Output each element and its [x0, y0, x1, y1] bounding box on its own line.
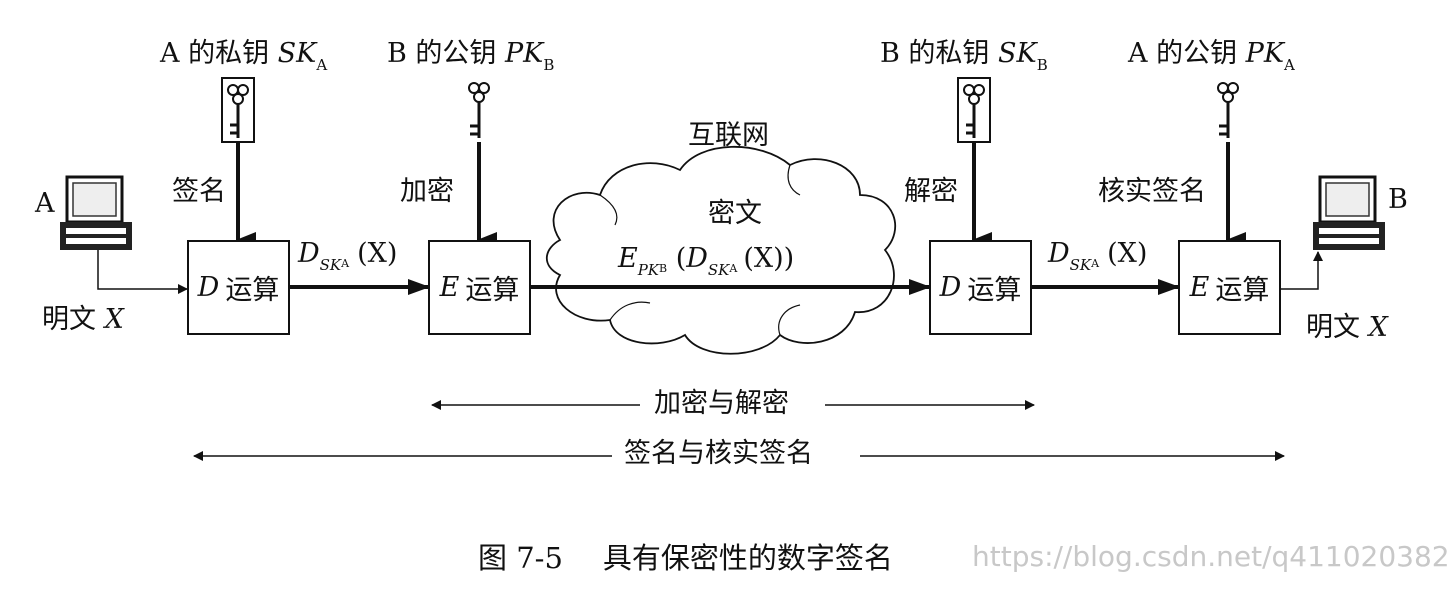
key-label-a-private-var: SK [277, 38, 317, 69]
cipher-expr-inner-sub: SK [707, 261, 730, 279]
key-label-a-private-text: A 的私钥 [160, 38, 278, 69]
plaintext-a-text: 明文 [42, 304, 105, 335]
signed-text-1-var: D [298, 238, 320, 269]
signed-text-1-subsub: A [341, 257, 350, 270]
key-label-b-public: B 的公钥 PKB [387, 38, 554, 73]
signed-text-1-sub: SK [319, 256, 342, 274]
signed-text-2-subsub: A [1091, 257, 1100, 270]
internet-label: 互联网 [688, 120, 769, 151]
key-label-a-public: A 的公钥 PKA [1128, 38, 1295, 73]
box-e-verify-label: 运算 [1215, 275, 1270, 306]
key-label-b-public-var: PK [505, 38, 544, 69]
cipher-expr-outer-subsub: B [659, 262, 668, 275]
box-d-decrypt-var: D [939, 272, 962, 303]
plaintext-b-text: 明文 [1306, 312, 1369, 343]
key-label-a-private: A 的私钥 SKA [160, 38, 327, 73]
public-key-a-icon [1217, 82, 1239, 138]
box-d-sign-label: 运算 [225, 275, 280, 306]
key-label-a-public-text: A 的公钥 [1128, 38, 1246, 69]
box-d-decrypt-label: 运算 [967, 275, 1022, 306]
key-label-a-private-sub: A [316, 56, 328, 74]
cipher-expr-open-paren: ( [667, 243, 687, 274]
figure-caption: 图 7-5 具有保密性的数字签名 [478, 535, 893, 577]
computer-a-icon [60, 175, 132, 250]
private-key-a-icon [221, 77, 255, 143]
cipher-label: 密文 [708, 198, 762, 229]
box-d-sign-var: D [197, 272, 220, 303]
plaintext-label-b: 明文 X [1306, 314, 1388, 341]
key-label-b-private-text: B 的私钥 [880, 38, 999, 69]
plaintext-out-arrow [1281, 251, 1323, 290]
figure-title: 具有保密性的数字签名 [602, 541, 893, 575]
key-label-b-private: B 的私钥 SKB [880, 38, 1048, 73]
signed-text-2-arg: (X) [1107, 238, 1148, 269]
watermark: https://blog.csdn.net/q411020382 [972, 540, 1450, 573]
plaintext-in-arrow [97, 250, 188, 294]
plaintext-a-var: X [104, 304, 124, 335]
private-key-b-icon [957, 77, 991, 143]
signed-text-1-arg: (X) [357, 238, 398, 269]
public-key-b-icon [468, 82, 490, 138]
action-verify-label: 核实签名 [1098, 176, 1206, 207]
key-label-b-private-var: SK [998, 38, 1037, 69]
host-b-label: B [1388, 184, 1408, 215]
action-encrypt-label: 加密 [400, 176, 454, 207]
computer-b-icon [1313, 175, 1385, 250]
range-sign-verify-label: 签名与核实签名 [624, 438, 813, 469]
box-e-encrypt-var: E [439, 272, 460, 303]
signed-text-2-sub: SK [1069, 256, 1092, 274]
cipher-expr-outer: E [618, 243, 638, 274]
plaintext-b-var: X [1368, 312, 1388, 343]
box-e-verify-var: E [1189, 272, 1210, 303]
key-label-b-public-sub: B [543, 56, 555, 74]
internet-cloud [545, 145, 896, 355]
action-decrypt-label: 解密 [904, 176, 958, 207]
cipher-expr-inner: D [686, 243, 708, 274]
cipher-expr-arg: (X) [743, 243, 784, 274]
signed-text-label-2: DSKA (X) [1048, 238, 1148, 273]
cipher-expr-close-paren: ) [783, 243, 795, 274]
key-label-a-public-var: PK [1245, 38, 1285, 69]
cipher-expression: EPKB (DSKA (X)) [618, 243, 795, 278]
range-encrypt-decrypt-label: 加密与解密 [654, 388, 789, 419]
key-label-b-public-text: B 的公钥 [387, 38, 506, 69]
action-sign-label: 签名 [172, 176, 226, 207]
host-a-label: A [35, 188, 55, 219]
signed-text-label-1: DSKA (X) [298, 238, 398, 273]
signed-text-2-var: D [1048, 238, 1070, 269]
cipher-expr-inner-subsub: A [729, 262, 738, 275]
figure-number: 图 7-5 [478, 541, 563, 575]
key-label-a-public-sub: A [1284, 56, 1295, 74]
box-e-encrypt-label: 运算 [465, 275, 520, 306]
cipher-expr-outer-sub: PK [637, 261, 660, 279]
key-label-b-private-sub: B [1036, 56, 1048, 74]
plaintext-label-a: 明文 X [42, 306, 124, 333]
